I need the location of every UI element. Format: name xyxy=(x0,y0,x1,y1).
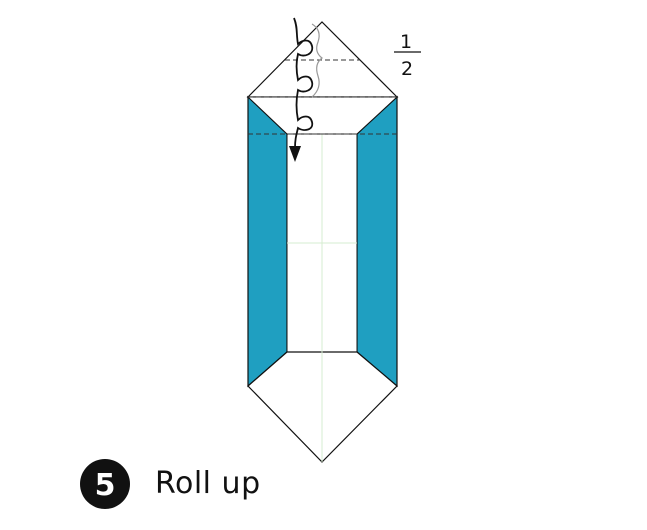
half-bracket-mark xyxy=(311,23,323,98)
fraction-numerator: 1 xyxy=(400,31,412,53)
step-instruction: Roll up xyxy=(155,466,261,501)
top-point xyxy=(246,21,399,98)
fraction-label: 1 2 xyxy=(394,31,421,80)
fraction-denominator: 2 xyxy=(401,58,413,80)
step-number-badge: 5 xyxy=(80,459,130,509)
roll-arrow-icon xyxy=(289,17,314,162)
step-number: 5 xyxy=(95,468,116,503)
right-colored-flap xyxy=(356,95,398,388)
left-colored-flap xyxy=(247,95,288,388)
